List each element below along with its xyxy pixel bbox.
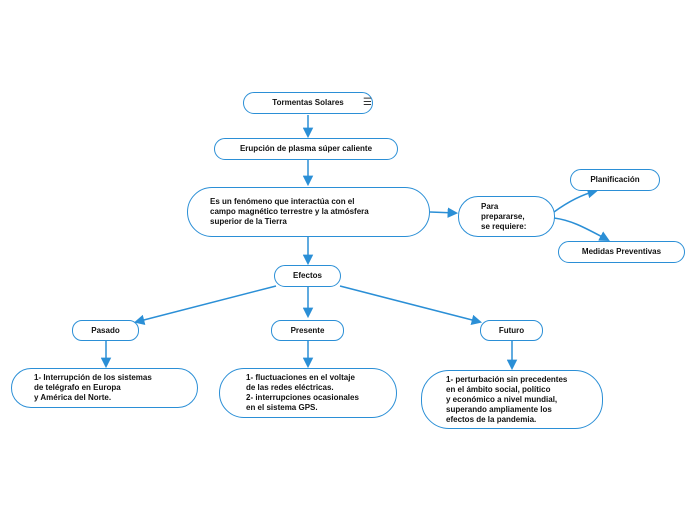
node-futuro-detalle[interactable]: 1- perturbación sin precedentes en el ám…	[421, 370, 603, 429]
node-label: Pasado	[91, 325, 120, 335]
menu-icon[interactable]: ☰	[363, 97, 372, 108]
node-label: Futuro	[498, 325, 525, 335]
node-label: Efectos	[293, 271, 322, 280]
node-para-prepararse[interactable]: Para prepararse, se requiere:	[458, 196, 555, 237]
node-tormentas-solares[interactable]: Tormentas Solares	[243, 92, 373, 114]
node-pasado-detalle[interactable]: 1- Interrupción de los sistemas de telég…	[11, 368, 198, 408]
node-label: Es un fenómeno que interactúa con el cam…	[210, 197, 369, 226]
link-effects-future	[339, 285, 483, 325]
node-presente-detalle[interactable]: 1- fluctuaciones en el voltaje de las re…	[219, 368, 397, 418]
node-label: Presente	[290, 325, 325, 335]
node-presente[interactable]: Presente	[271, 320, 344, 341]
node-futuro[interactable]: Futuro	[480, 320, 543, 341]
node-planificacion[interactable]: Planificación	[570, 169, 660, 191]
node-pasado[interactable]: Pasado	[72, 320, 139, 341]
link-prepare-measures	[553, 217, 610, 241]
node-medidas-preventivas[interactable]: Medidas Preventivas	[558, 241, 685, 263]
node-label: Erupción de plasma súper caliente	[239, 144, 373, 153]
node-label: 1- perturbación sin precedentes en el ám…	[446, 374, 568, 424]
node-label: Medidas Preventivas	[581, 247, 662, 256]
node-label: Planificación	[590, 175, 640, 184]
node-efectos[interactable]: Efectos	[274, 265, 341, 287]
node-erupcion[interactable]: Erupción de plasma súper caliente	[214, 138, 398, 160]
node-label: Para prepararse, se requiere:	[481, 201, 527, 231]
node-label: 1- fluctuaciones en el voltaje de las re…	[246, 373, 359, 412]
node-label: 1- Interrupción de los sistemas de telég…	[34, 373, 152, 402]
node-label: Tormentas Solares	[272, 98, 344, 107]
link-definition-prepare	[429, 207, 459, 218]
link-effects-past	[133, 285, 277, 325]
node-definicion[interactable]: Es un fenómeno que interactúa con el cam…	[187, 187, 430, 237]
link-prepare-planning	[553, 187, 599, 213]
